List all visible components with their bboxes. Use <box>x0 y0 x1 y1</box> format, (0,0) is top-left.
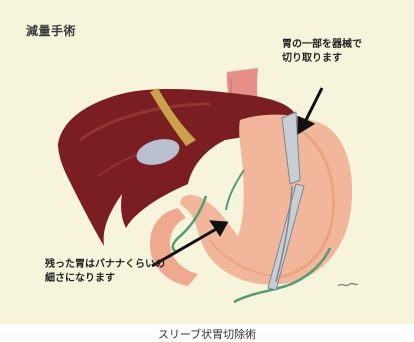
callout-stomach: 残った胃はバナナくらいの 細さになります <box>45 258 245 286</box>
figure-caption: スリーブ状胃切除術 <box>0 326 414 342</box>
figure-title: 減量手術 <box>26 22 76 39</box>
vessel <box>226 170 244 210</box>
artist-signature <box>338 283 358 286</box>
callout-instrument: 胃の一部を器械で 切り取ります <box>282 38 412 66</box>
